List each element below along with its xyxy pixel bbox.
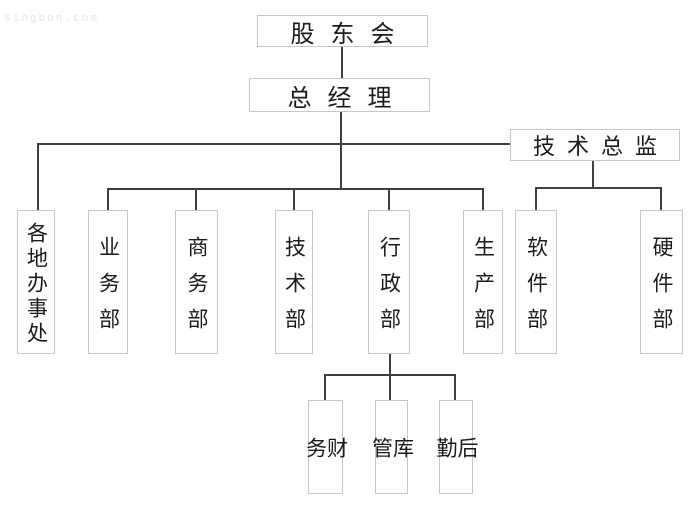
node-finance-label: 财务 bbox=[303, 436, 349, 475]
node-finance: 财务 bbox=[304, 400, 349, 494]
node-tech-director: 技术总监 bbox=[510, 129, 680, 161]
connector-drop-hardware bbox=[660, 187, 662, 210]
node-tech-dept: 技术部 bbox=[275, 210, 313, 354]
node-logistics: 后勤 bbox=[434, 400, 479, 494]
connector-drop-production bbox=[482, 188, 484, 210]
connector-rail-departments bbox=[107, 188, 484, 190]
connector-rail-techdirector-children bbox=[535, 187, 662, 189]
node-hardware-label: 硬件部 bbox=[650, 235, 674, 344]
node-business: 业务部 bbox=[88, 210, 128, 354]
node-software-label: 软件部 bbox=[524, 235, 549, 344]
node-production: 生产部 bbox=[463, 210, 503, 354]
node-offices: 各地办事处 bbox=[17, 210, 55, 354]
connector-admin-stem bbox=[389, 354, 391, 375]
connector-drop-finance bbox=[324, 374, 326, 400]
connector-drop-warehouse bbox=[389, 374, 391, 400]
node-admin-label: 行政部 bbox=[377, 235, 402, 344]
node-logistics-label: 后勤 bbox=[434, 436, 479, 475]
connector-shareholders-gm bbox=[341, 47, 343, 78]
node-general-manager: 总经理 bbox=[249, 78, 430, 112]
node-offices-label: 各地办事处 bbox=[24, 221, 49, 347]
node-commerce: 商务部 bbox=[175, 210, 218, 354]
connector-gm-stem bbox=[340, 112, 342, 190]
connector-drop-business bbox=[107, 188, 109, 210]
connector-drop-offices bbox=[37, 143, 39, 210]
node-tech-dept-label: 技术部 bbox=[282, 235, 307, 344]
node-commerce-label: 商务部 bbox=[185, 235, 209, 344]
node-shareholders: 股东会 bbox=[257, 15, 428, 48]
connector-drop-software bbox=[535, 187, 537, 210]
connector-techdirector-stem bbox=[592, 161, 594, 189]
node-hardware: 硬件部 bbox=[640, 210, 683, 354]
node-warehouse-label: 库管 bbox=[369, 436, 415, 475]
connector-drop-tech-dept bbox=[293, 188, 295, 210]
node-software: 软件部 bbox=[515, 210, 557, 354]
node-warehouse: 库管 bbox=[370, 400, 415, 494]
connector-drop-commerce bbox=[195, 188, 197, 210]
node-business-label: 业务部 bbox=[96, 235, 121, 344]
connector-drop-admin bbox=[388, 188, 390, 210]
connector-rail-offices-techdirector bbox=[37, 143, 510, 145]
connector-drop-logistics bbox=[454, 374, 456, 400]
node-production-label: 生产部 bbox=[471, 235, 496, 344]
watermark-text: singbon.com bbox=[4, 11, 99, 24]
node-admin: 行政部 bbox=[368, 210, 410, 354]
